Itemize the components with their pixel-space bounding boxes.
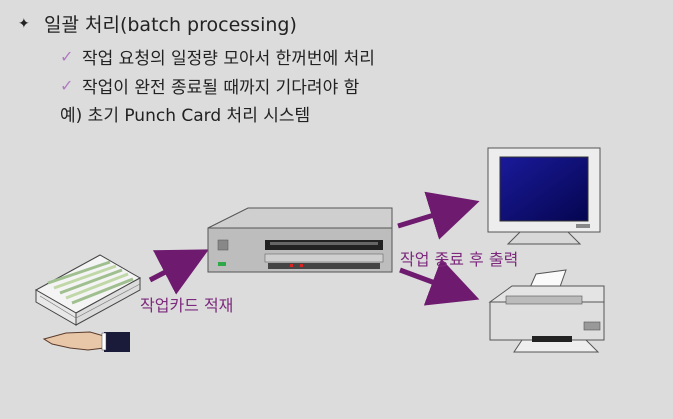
arrow-to-printer	[400, 270, 470, 296]
monitor-icon	[488, 148, 600, 244]
arrow-to-computer	[150, 254, 200, 280]
hand-icon	[44, 332, 130, 352]
punch-card-deck-icon	[36, 255, 140, 325]
computer-unit-icon	[208, 208, 392, 272]
caption-output: 작업 종료 후 출력	[400, 246, 518, 270]
printer-icon	[490, 270, 604, 352]
caption-card-loading: 작업카드 적재	[140, 292, 233, 316]
arrow-to-monitor	[398, 204, 470, 226]
